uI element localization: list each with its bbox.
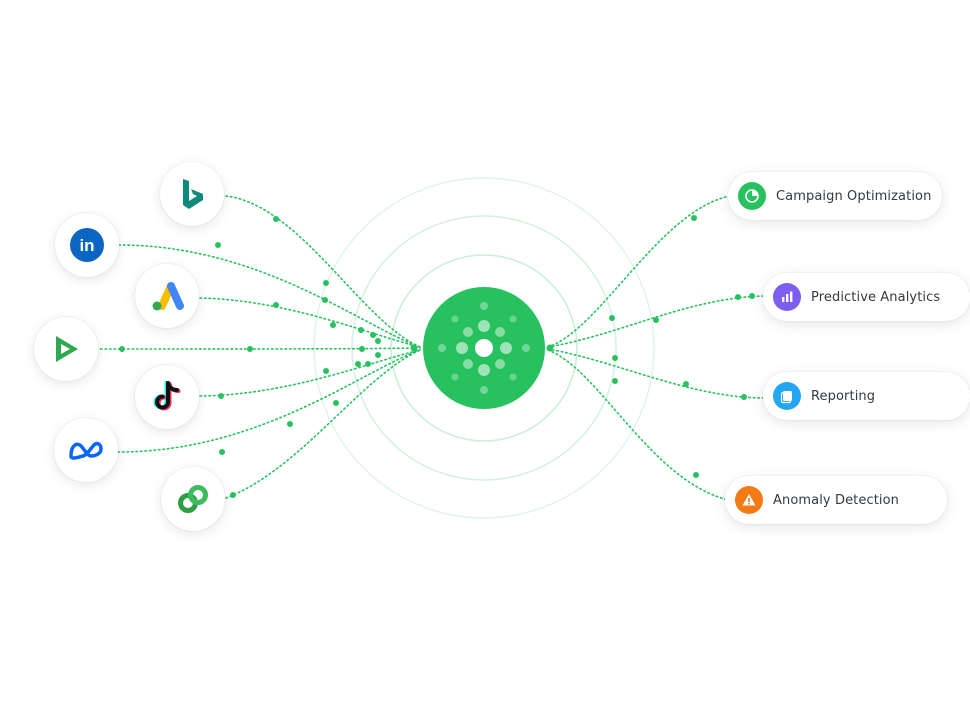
input-line [117,349,421,453]
line-dot [215,242,221,248]
line-dot [735,294,741,300]
source-linkedin: in [55,213,119,277]
output-line [547,348,766,399]
line-dot [546,344,554,352]
source-bing [160,162,224,226]
line-dot [273,216,279,222]
input-line [199,297,421,348]
bing-logo-icon [183,179,203,209]
svg-text:in: in [79,236,94,255]
line-dot [691,215,697,221]
line-dot [218,393,224,399]
hub-ring-outer [313,177,655,519]
line-dot [365,361,371,367]
play-logo-icon [56,336,78,362]
line-dot [749,293,755,299]
input-line [225,349,421,499]
output-line [547,349,729,501]
line-dot [612,355,618,361]
report-icon [773,382,801,410]
line-dot [693,472,699,478]
line-dot [323,280,329,286]
line-dot [322,297,328,303]
line-dot [683,381,689,387]
input-line [225,195,421,348]
source-google-play [34,317,98,381]
line-dot [653,317,659,323]
output-predictive-analytics: Predictive Analytics [763,273,970,321]
line-dot [230,492,236,498]
line-dot [410,344,418,352]
hub-ring-inner [390,254,578,442]
line-dot [330,322,336,328]
line-dot [323,368,329,374]
output-label: Predictive Analytics [811,289,941,305]
line-dot [119,346,125,352]
hub-ring-middle [351,215,617,481]
output-reporting: Reporting [763,372,970,420]
output-label: Campaign Optimization [776,188,932,204]
output-connection-lines [546,195,766,501]
output-campaign-optimization: Campaign Optimization [728,172,942,220]
line-dot [741,394,747,400]
google-ads-logo-icon [152,282,184,311]
line-dot [333,400,339,406]
output-label: Anomaly Detection [773,492,900,508]
input-line [118,244,421,348]
warning-icon [735,486,763,514]
tiktok-logo-icon [153,381,181,411]
output-anomaly-detection: Anomaly Detection [725,476,947,524]
pie-chart-icon [738,182,766,210]
line-dot [612,378,618,384]
line-dot [375,352,381,358]
output-label: Reporting [811,388,876,404]
source-google-ads [135,264,199,328]
line-dot [355,361,361,367]
source-tiktok [135,365,199,429]
source-meta [54,418,118,482]
central-hub [423,287,545,409]
meta-logo-icon [69,441,103,460]
linked-circles-logo-icon [178,485,208,513]
line-dot [273,302,279,308]
linkedin-logo-icon: in [70,228,104,262]
line-dot [359,346,365,352]
hub-rings [313,177,655,519]
hub-dots-icon [438,302,530,394]
output-line [547,195,731,348]
source-linked-circles [161,467,225,531]
input-line [199,349,421,397]
bar-chart-icon [773,283,801,311]
line-dot [247,346,253,352]
line-dot [375,338,381,344]
input-connection-lines [95,195,421,499]
line-dot [287,421,293,427]
line-dot [219,449,225,455]
input-line [95,347,421,350]
line-dot [609,315,615,321]
